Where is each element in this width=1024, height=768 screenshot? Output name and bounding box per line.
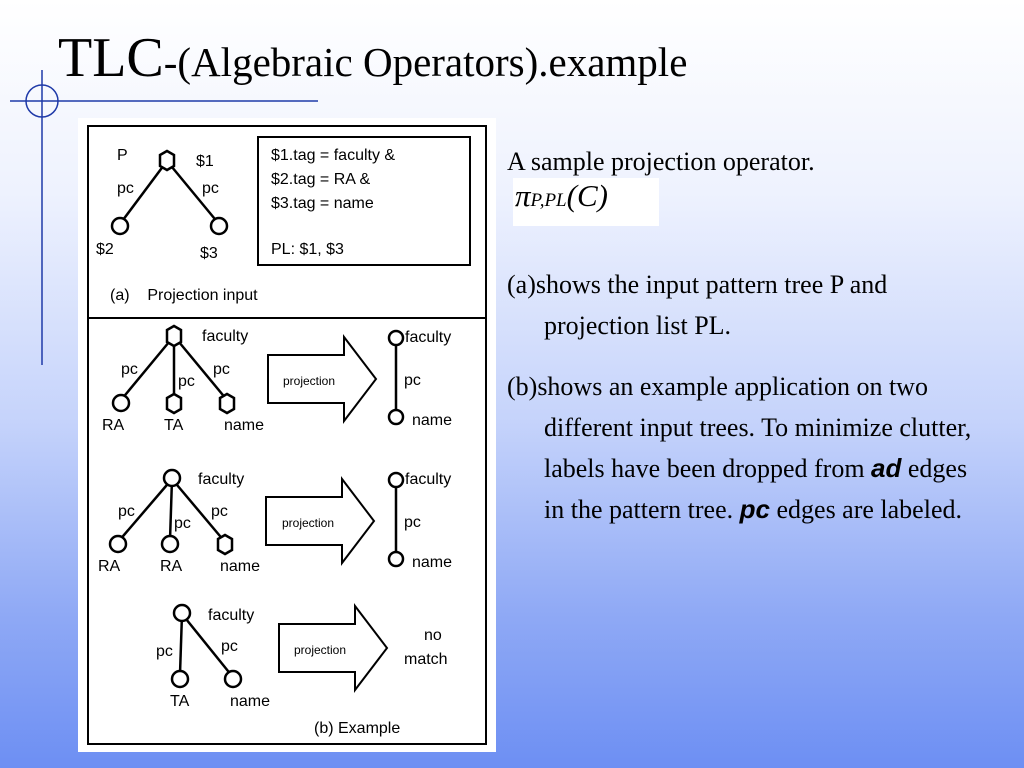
tree-node [108, 534, 128, 554]
slide-title: TLC-(Algebraic Operators).example [58, 30, 687, 86]
node-label: faculty [405, 329, 451, 346]
paragraph-b-text: (b)shows an example application on two d… [507, 372, 972, 483]
leaf-label: name [230, 693, 270, 710]
leaf-label: RA [160, 558, 183, 575]
tree-node [110, 216, 130, 236]
condition-line: $2.tag = RA & [271, 171, 371, 188]
edge-label: pc [404, 372, 421, 389]
tree-node [165, 392, 183, 415]
leaf-label: name [412, 412, 452, 429]
leaf-label: TA [164, 417, 184, 434]
edge-label: pc [221, 638, 238, 655]
tree-node [111, 393, 131, 413]
condition-line: $1.tag = faculty & [271, 147, 395, 164]
title-main: TLC [58, 27, 164, 89]
caption-b: (b) Example [314, 720, 400, 737]
figure-panel: P $1 pc pc $2 $3 $1.tag = faculty & $2.t… [78, 118, 496, 752]
condition-box [257, 136, 471, 266]
tree-node [218, 392, 236, 415]
edge-label: pc [174, 515, 191, 532]
tree-node [387, 471, 405, 489]
tree-node [158, 149, 176, 172]
input-tree-1 [111, 324, 236, 415]
term-pc: pc [739, 494, 770, 524]
term-ad: ad [871, 453, 902, 483]
tree-node [216, 533, 234, 556]
paragraph-a: (a)shows the input pattern tree P and pr… [507, 270, 888, 340]
node-label: faculty [202, 328, 248, 345]
leaf-label: name [220, 558, 260, 575]
title-sub: -(Algebraic Operators).example [163, 39, 688, 85]
tree-node [160, 534, 180, 554]
tree-node [172, 603, 192, 623]
edge-label: pc [156, 643, 173, 660]
edge-label: pc [404, 514, 421, 531]
tree-node [162, 468, 182, 488]
figure-frame [87, 125, 487, 745]
tree-node [209, 216, 229, 236]
output-tree-2 [387, 471, 405, 568]
paragraph-b: (b)shows an example application on two d… [507, 366, 987, 530]
leaf-label: RA [102, 417, 125, 434]
edge-label: pc [178, 373, 195, 390]
edge-label: pc [118, 503, 135, 520]
edge-label: pc [211, 503, 228, 520]
input-tree-2 [108, 468, 234, 556]
leaf-label: $3 [200, 245, 218, 262]
pattern-tree-p [110, 149, 229, 236]
leaf-label: $2 [96, 241, 114, 258]
caption-a: (a) Projection input [110, 287, 258, 304]
tree-root-label: P [117, 147, 128, 164]
formula-symbol: π [515, 178, 531, 213]
output-tree-1 [387, 329, 405, 426]
tree-node [387, 329, 405, 347]
leaf-label: TA [170, 693, 190, 710]
formula-argument: (C) [566, 178, 608, 213]
tree-root-var: $1 [196, 153, 214, 170]
node-label: faculty [208, 607, 254, 624]
paragraph-b-text: edges in the pattern tree. [544, 454, 968, 524]
leaf-label: RA [98, 558, 121, 575]
no-match-text: no [424, 627, 442, 644]
node-label: faculty [405, 471, 451, 488]
projection-formula: πP,PL(C) [515, 178, 608, 214]
input-tree-3 [170, 603, 243, 689]
edge-label: pc [213, 361, 230, 378]
no-match-text: match [404, 651, 448, 668]
tree-node [170, 669, 190, 689]
arrow-label: projection [294, 643, 346, 657]
tree-node [223, 669, 243, 689]
formula-box: πP,PL(C) [513, 178, 659, 226]
tree-node [387, 550, 405, 568]
leaf-label: name [224, 417, 264, 434]
node-label: faculty [198, 471, 244, 488]
tree-node [165, 324, 183, 348]
condition-line: $3.tag = name [271, 195, 374, 212]
arrow-label: projection [282, 516, 334, 530]
projection-diagram: P $1 pc pc $2 $3 $1.tag = faculty & $2.t… [87, 125, 487, 745]
edge-label: pc [121, 361, 138, 378]
leaf-label: name [412, 554, 452, 571]
arrow-label: projection [283, 374, 335, 388]
projection-list: PL: $1, $3 [271, 241, 344, 258]
tree-node [387, 408, 405, 426]
intro-text: A sample projection operator. [507, 147, 815, 176]
edge-label: pc [117, 180, 134, 197]
paragraph-b-text: edges are labeled. [769, 495, 962, 524]
edge-label: pc [202, 180, 219, 197]
formula-subscript: P,PL [530, 190, 567, 211]
